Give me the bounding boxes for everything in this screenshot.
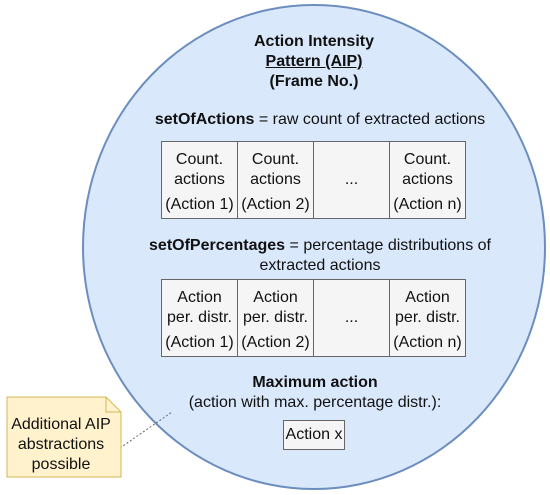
percent-cell-n: Action per. distr. (Action n) [389,279,466,357]
ellipsis: ... [344,309,359,326]
cell-label: Count. [251,151,300,168]
set-of-percentages-text-1: = percentage distributions of [285,237,491,254]
cell-action-id: (Action 1) [165,334,234,351]
cell-label: per. distr. [395,309,460,326]
cell-label: Count. [403,151,452,168]
title-line-3: (Frame No.) [269,73,359,90]
maximum-action-description: (action with max. percentage distr.): [188,394,442,411]
title-line-1: Action Intensity [253,33,374,50]
title-line-2: Pattern (AIP) [265,53,363,70]
cell-action-id: (Action 2) [241,196,310,213]
cell-label: Action [405,289,450,306]
set-of-actions-term: setOfActions [154,111,255,128]
maximum-action-title: Maximum action [252,374,378,391]
set-of-actions-table: Count. actions (Action 1) Count. actions (… [161,141,466,219]
actions-cell-1: Count. actions (Action 1) [161,141,238,219]
cell-label: per. distr. [167,309,232,326]
set-of-percentages-table: Action per. distr. (Action 1) Action per. … [161,279,466,357]
cell-label: Action [177,289,222,306]
actions-cell-2: Count. actions (Action 2) [237,141,314,219]
percent-cell-2: Action per. distr. (Action 2) [237,279,314,357]
note-shape [6,396,122,478]
ellipsis: ... [344,171,359,188]
cell-label: actions [250,171,301,188]
cell-action-id: (Action 2) [241,334,310,351]
note-line-1: Additional AIP [11,416,111,433]
set-of-percentages-definition: setOfPercentages = percentage distributi… [120,236,520,276]
maximum-action-box: Action x [283,420,345,450]
percent-cell-ellipsis: ... [313,279,390,357]
set-of-percentages-term: setOfPercentages [149,237,286,254]
set-of-actions-definition: setOfActions = raw count of extracted ac… [130,110,510,130]
cell-label: Action [253,289,298,306]
cell-action-id: (Action n) [393,196,462,213]
dotted-connector [119,411,173,449]
note-text: Additional AIP abstractions possible [7,415,115,475]
cell-action-id: (Action n) [393,334,462,351]
aip-title: Action Intensity Pattern (AIP) (Frame No… [214,32,414,92]
actions-cell-n: Count. actions (Action n) [389,141,466,219]
maximum-action-section: Maximum action (action with max. percent… [150,373,480,413]
cell-label: Count. [175,151,224,168]
set-of-percentages-text-2: extracted actions [259,257,381,274]
note-line-3: possible [31,456,91,473]
percent-cell-1: Action per. distr. (Action 1) [161,279,238,357]
aip-circle [82,4,546,490]
note-line-2: abstractions [17,436,105,453]
cell-label: per. distr. [243,309,308,326]
set-of-actions-text: = raw count of extracted actions [254,111,486,128]
cell-action-id: (Action 1) [165,196,234,213]
cell-label: actions [402,171,453,188]
cell-label: actions [174,171,225,188]
note-fold [105,397,121,413]
